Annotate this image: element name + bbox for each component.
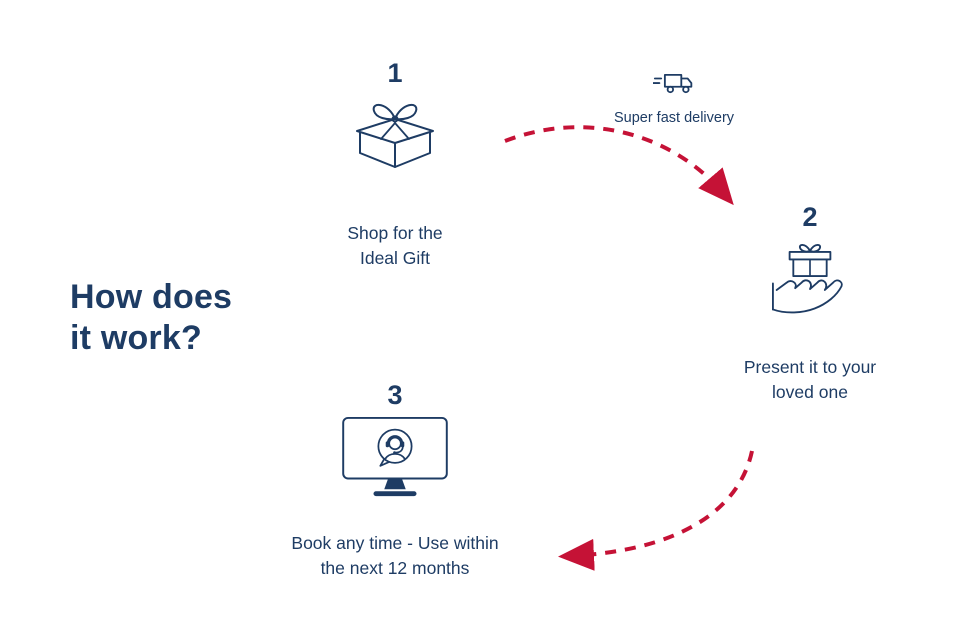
step-1-label: Shop for the Ideal Gift: [347, 223, 443, 269]
arrow-step1-to-step2: [504, 125, 734, 206]
delivery-label: Super fast delivery: [613, 110, 735, 126]
support-monitor-icon: [342, 416, 448, 497]
step-3: 3 Book any time - Use within the next 12…: [256, 380, 534, 582]
step-2-number: 2: [802, 202, 818, 232]
hand-gift-icon: [772, 243, 843, 314]
step-2-label: Present it to your loved one: [743, 357, 877, 403]
step-3-number: 3: [387, 380, 403, 410]
page-title: How does it work?: [70, 278, 233, 357]
delivery-truck-icon: [653, 73, 693, 94]
step-1: 1 Shop for the Ideal Gift: [310, 58, 480, 272]
delivery-note: Super fast delivery: [592, 70, 756, 126]
arrow-step2-to-step3: [558, 450, 754, 571]
gift-box-icon: [356, 103, 434, 168]
step-3-label: Book any time - Use within the next 12 m…: [291, 533, 499, 579]
step-2: 2 Present it to your loved one: [712, 202, 908, 406]
step-1-number: 1: [387, 58, 403, 88]
